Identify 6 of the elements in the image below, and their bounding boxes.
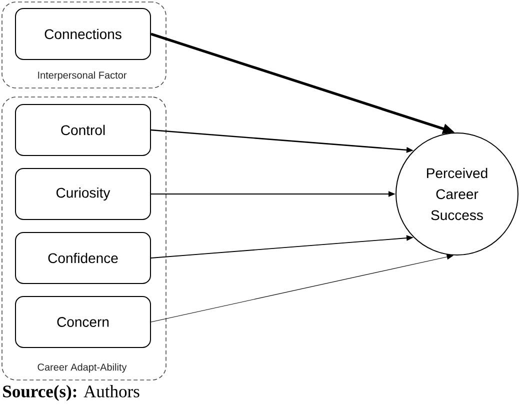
factor-box: Curiosity — [15, 168, 151, 220]
factor-box: Confidence — [15, 232, 151, 284]
factor-box: Concern — [15, 296, 151, 348]
caption: Source(s): Authors — [3, 385, 140, 401]
factor-box: Connections — [15, 8, 151, 60]
factor-box: Control — [15, 104, 151, 156]
